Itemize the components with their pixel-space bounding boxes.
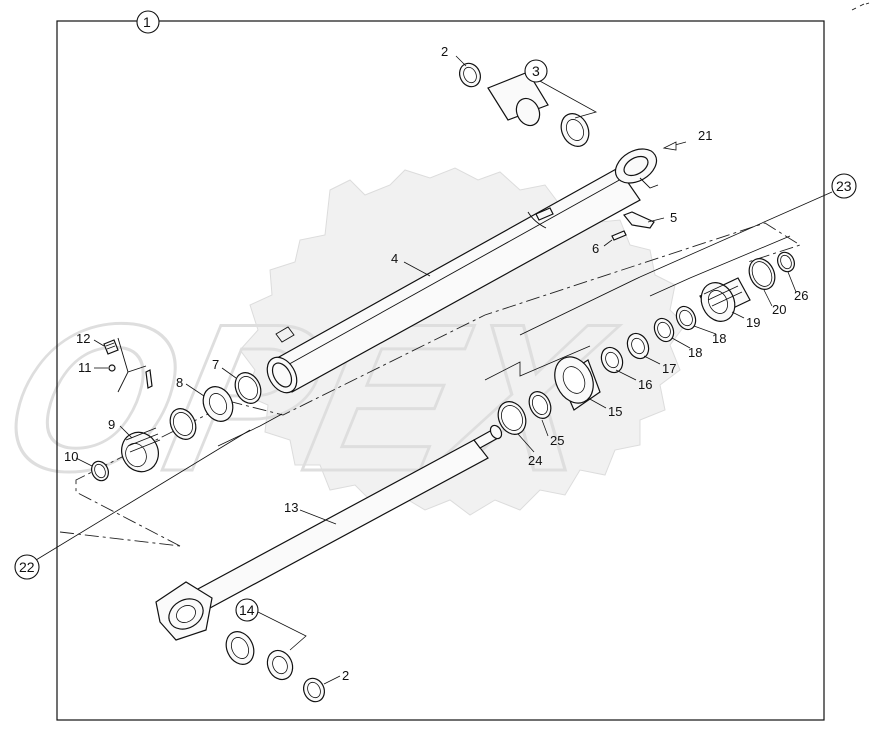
frame-border (56, 20, 825, 721)
callout-2-top: 2 (441, 44, 448, 59)
callout-3: 3 (532, 63, 540, 79)
callout-22: 22 (19, 559, 35, 575)
opex-watermark: OPEX (0, 167, 686, 516)
snap-ring-part-2-top (459, 62, 481, 88)
ball-part-11 (108, 364, 116, 372)
leader-23 (639, 191, 833, 278)
callout-20: 20 (772, 302, 786, 317)
callout-4: 4 (391, 251, 398, 266)
callout-7: 7 (212, 357, 219, 372)
callout-17: 17 (662, 361, 676, 376)
head-part-9 (121, 427, 161, 473)
plug-part-12 (103, 339, 119, 355)
callout-5: 5 (670, 210, 677, 225)
corner-mark (851, 2, 870, 11)
callout-circle-3 (524, 59, 548, 83)
leader-22 (35, 429, 251, 561)
cylinder-barrel (266, 167, 641, 394)
ring-part-24 (497, 401, 527, 435)
callout-2-bottom: 2 (342, 668, 349, 683)
callout-25: 25 (550, 433, 564, 448)
callout-24: 24 (528, 453, 542, 468)
callout-6: 6 (592, 241, 599, 256)
leader-14 (257, 611, 307, 651)
callout-9: 9 (108, 417, 115, 432)
bolt-part-6 (611, 230, 627, 241)
rod-eye-end (155, 581, 213, 641)
callout-8: 8 (176, 375, 183, 390)
seal-part-17 (626, 332, 650, 360)
kit-bracket-left (217, 413, 283, 447)
callout-11: 11 (78, 360, 92, 375)
callout-12: 12 (76, 331, 90, 346)
callout-15: 15 (608, 404, 622, 419)
ring-part-26 (777, 251, 795, 273)
callout-16: 16 (638, 377, 652, 392)
callout-circle-23 (831, 173, 857, 199)
callout-10: 10 (64, 449, 78, 464)
ring-part-7 (234, 372, 262, 404)
callout-circle-22 (14, 554, 40, 580)
callout-21: 21 (698, 128, 712, 143)
barrel-port-fitting (535, 207, 554, 221)
snap-ring-part-2-bottom (303, 677, 325, 703)
leader-23b (519, 276, 641, 336)
callout-circle-14 (235, 598, 259, 622)
seal-part-16 (600, 346, 624, 374)
piston-part-15 (554, 356, 601, 411)
spacer-bottom (266, 649, 294, 681)
frame-callout-label: 1 (143, 14, 151, 30)
callout-18-a: 18 (712, 331, 726, 346)
ring-part-10 (91, 460, 109, 482)
valve-spring (145, 369, 153, 389)
kit-bracket-bottom (484, 345, 591, 381)
gland-part-19 (699, 277, 751, 322)
pin-part-3 (487, 71, 590, 147)
ring-part-18b (653, 317, 675, 343)
kit-bracket-top (649, 235, 791, 297)
check-valve-leader (117, 337, 147, 393)
bushing-part-14 (225, 631, 255, 665)
leaders (75, 55, 797, 685)
callout-14: 14 (239, 602, 255, 618)
callout-26: 26 (794, 288, 808, 303)
ring-part-20 (748, 258, 776, 290)
kit-leader-22 (59, 531, 181, 547)
callout-13: 13 (284, 500, 298, 515)
callout-19: 19 (746, 315, 760, 330)
ring-part-25 (528, 391, 552, 419)
seal-part-8 (202, 386, 234, 422)
leader-3 (537, 79, 598, 119)
seal-kit-boundary (75, 222, 802, 547)
grease-fitting-part-5 (623, 211, 655, 229)
callout-23: 23 (836, 178, 852, 194)
frame-callout-circle (136, 10, 160, 34)
ring-part-9-seal (169, 408, 197, 440)
callout-18-b: 18 (688, 345, 702, 360)
barrel-eye-end (614, 148, 659, 189)
ring-part-18a (675, 305, 697, 331)
